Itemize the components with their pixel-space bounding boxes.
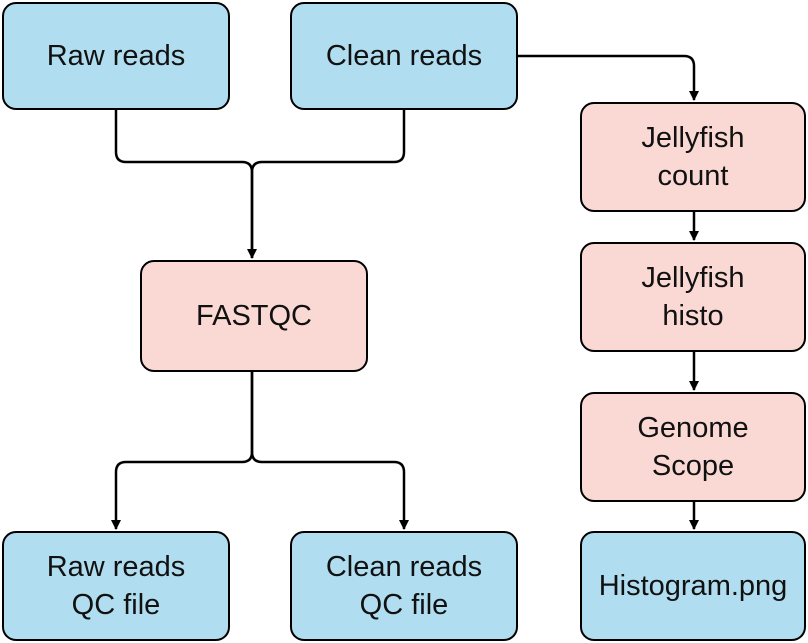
node-histogram-png: Histogram.png	[580, 531, 806, 641]
node-label-line-2: QC file	[359, 589, 449, 621]
node-label-line-1: Genome	[637, 412, 749, 444]
edge-raw-reads-to-fastqc	[114, 110, 257, 259]
node-label-line-2: histo	[662, 300, 724, 332]
node-label-line-2: QC file	[71, 589, 161, 621]
node-raw-reads-qc-file: Raw reads QC file	[2, 531, 230, 641]
edge-clean-reads-to-jellyfish-count	[516, 54, 699, 101]
node-label: Histogram.png	[598, 570, 788, 602]
edge-fastqc-to-raw-qc	[111, 370, 254, 530]
node-label-line-1: Clean reads	[325, 551, 483, 583]
node-clean-reads: Clean reads	[290, 2, 518, 110]
node-label: FASTQC	[195, 300, 312, 332]
edge-clean-reads-to-fastqc	[250, 110, 406, 258]
node-jellyfish-histo: Jellyfish histo	[580, 242, 806, 352]
node-label: Clean reads	[325, 40, 483, 72]
node-label-line-1: Raw reads	[46, 551, 186, 583]
node-clean-reads-qc-file: Clean reads QC file	[290, 531, 518, 641]
node-jellyfish-count: Jellyfish count	[580, 102, 806, 212]
node-label-line-1: Jellyfish	[641, 122, 745, 154]
node-label: Raw reads	[46, 40, 186, 72]
node-genomescope: Genome Scope	[580, 392, 806, 502]
node-raw-reads: Raw reads	[2, 2, 230, 110]
node-fastqc: FASTQC	[140, 260, 368, 372]
node-label-line-2: count	[657, 160, 729, 192]
node-label-line-1: Jellyfish	[641, 262, 745, 294]
node-label-line-2: Scope	[651, 450, 735, 482]
edge-fastqc-to-clean-qc	[250, 370, 409, 530]
